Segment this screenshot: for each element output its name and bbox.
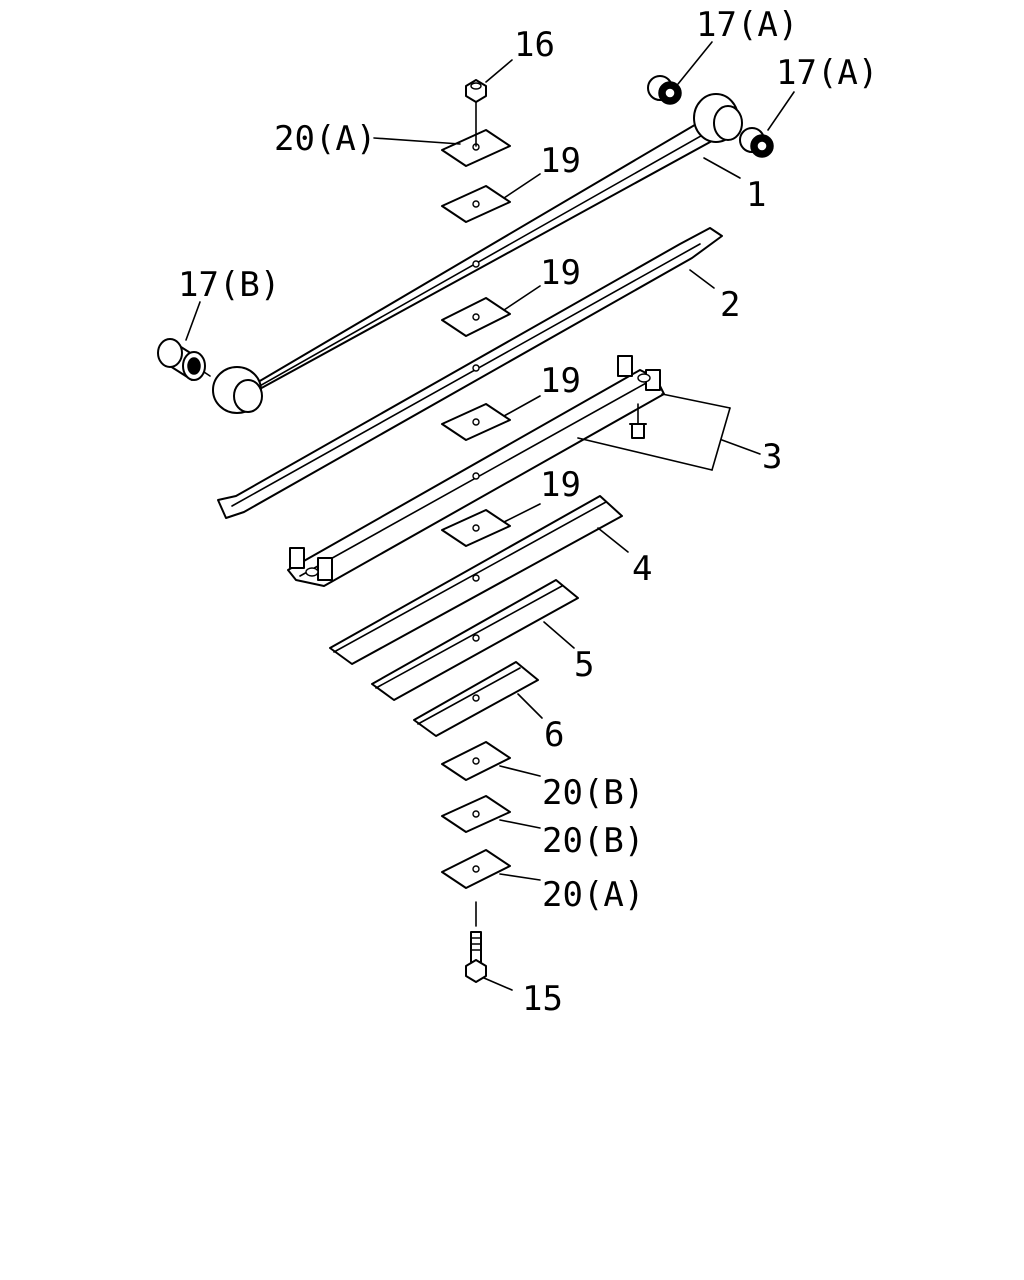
plate-20b-1: [441, 741, 511, 781]
label-19-2: 19: [540, 253, 581, 293]
spacer-19-c: [441, 403, 511, 441]
label-15: 15: [522, 979, 563, 1019]
plate-20a-bottom: [441, 849, 511, 889]
leaf-3: [287, 355, 665, 587]
label-5: 5: [574, 645, 594, 685]
label-17a-2: 17(A): [776, 53, 878, 93]
label-1: 1: [746, 175, 766, 215]
label-17b: 17(B): [178, 265, 280, 305]
bushing-17a-1: [647, 75, 682, 105]
leaf-2: [217, 227, 723, 519]
bolt-15: [465, 901, 487, 983]
label-3: 3: [762, 437, 782, 477]
label-16: 16: [514, 25, 555, 65]
label-19-4: 19: [540, 465, 581, 505]
leaf-1-main: [212, 93, 743, 414]
leaf-4: [329, 495, 623, 665]
label-20b-2: 20(B): [542, 821, 644, 861]
leaf-6: [413, 661, 539, 737]
label-20b-1: 20(B): [542, 773, 644, 813]
label-20a-top: 20(A): [274, 119, 376, 159]
spacer-19-d: [441, 509, 511, 547]
leaf-3-clip-bolt: [629, 403, 647, 439]
spacer-19-a: [441, 185, 511, 223]
leaf-5: [371, 579, 579, 701]
spacer-19-b: [441, 297, 511, 337]
label-19-1: 19: [540, 141, 581, 181]
label-20a-bottom: 20(A): [542, 875, 644, 915]
leader-lines: [185, 41, 795, 991]
bushing-17b: [157, 338, 211, 381]
label-19-3: 19: [540, 361, 581, 401]
label-6: 6: [544, 715, 564, 755]
label-4: 4: [632, 549, 652, 589]
label-2: 2: [720, 285, 740, 325]
plate-20a-top: [441, 99, 511, 167]
bushing-17a-2: [739, 127, 774, 158]
label-17a-1: 17(A): [696, 5, 798, 45]
nut-16: [465, 79, 487, 103]
plate-20b-2: [441, 795, 511, 833]
